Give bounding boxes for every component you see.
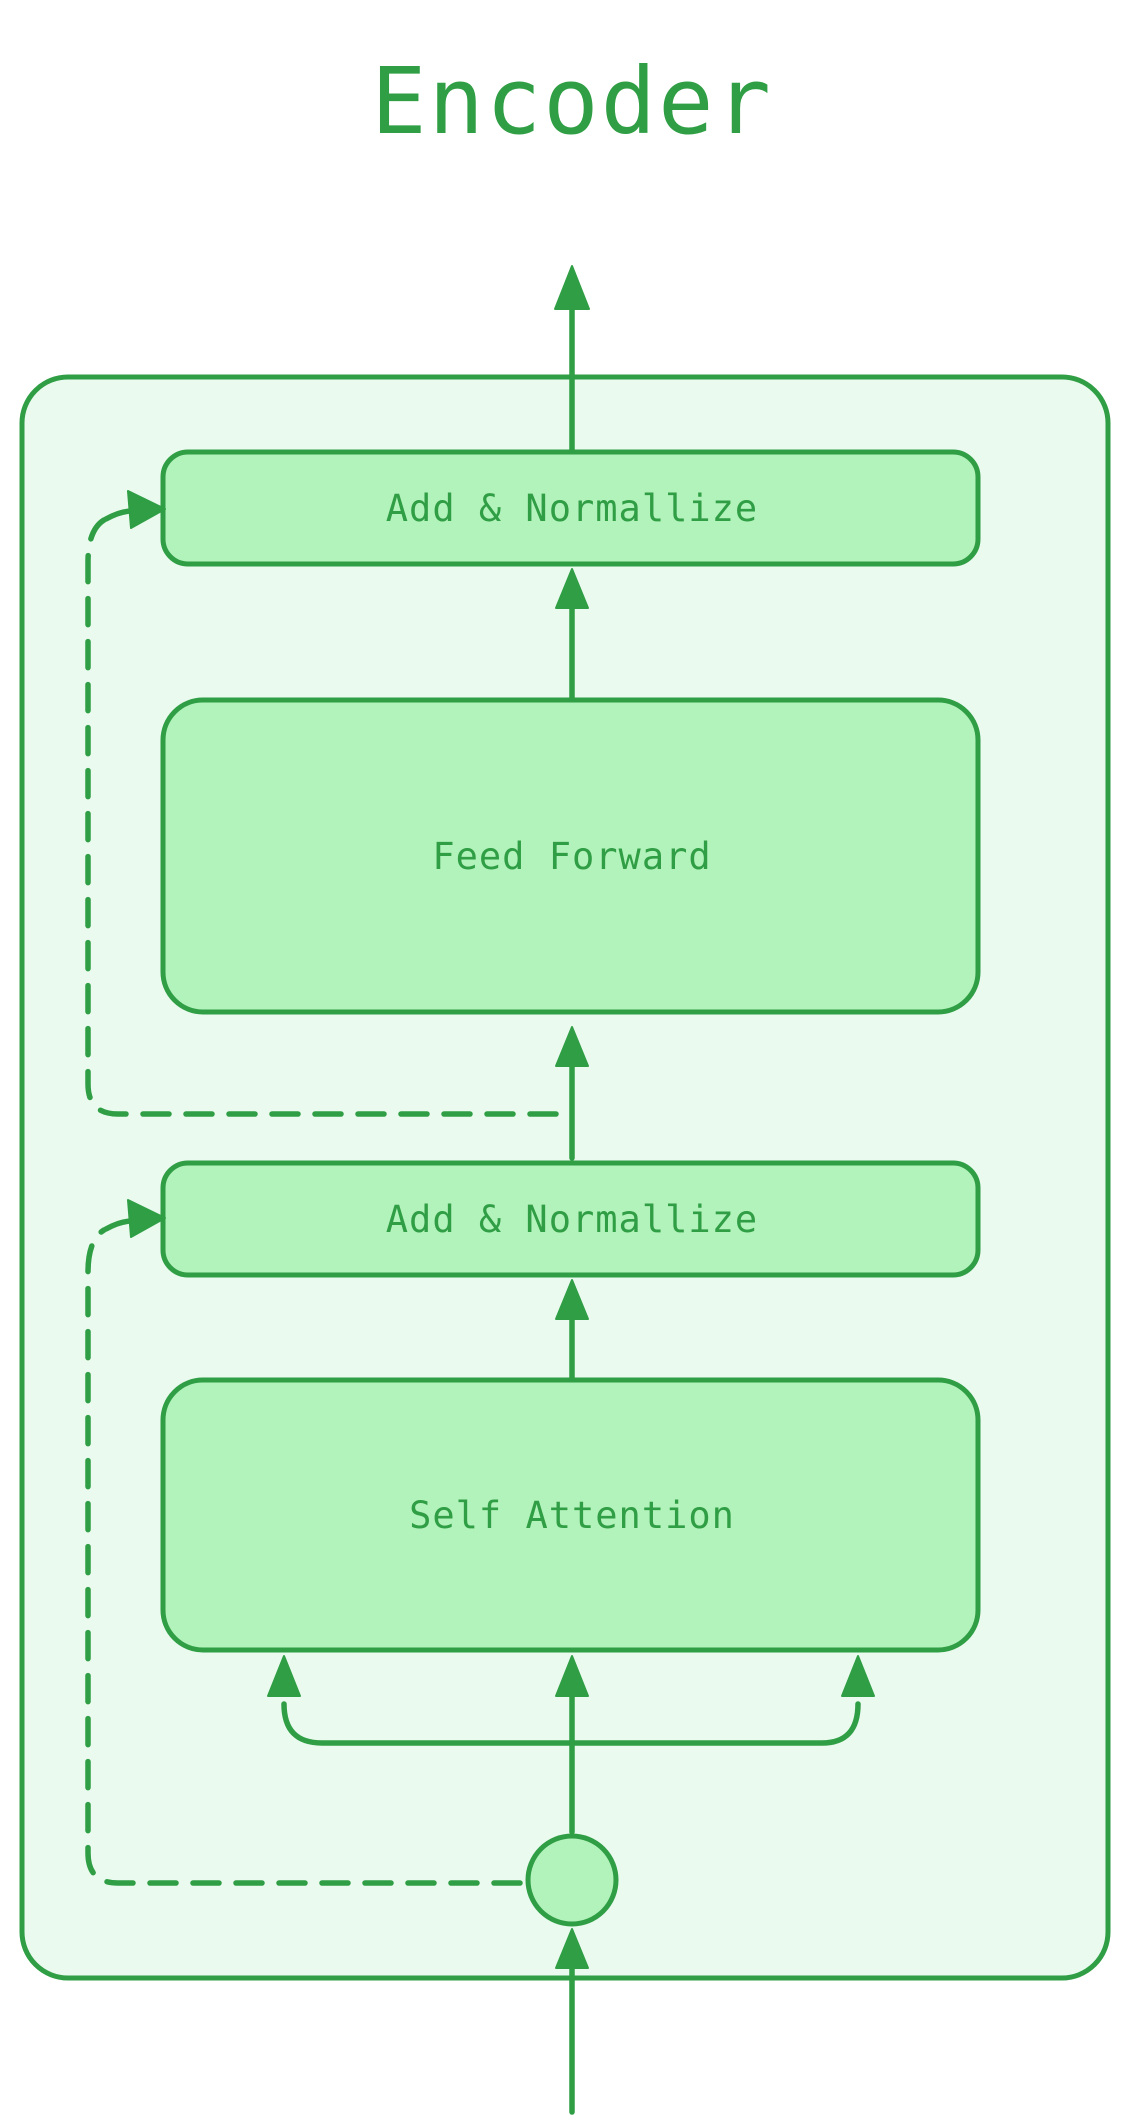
feed-forward-to-add-normalize-arrowhead [555, 568, 589, 609]
output-arrowhead [554, 265, 590, 310]
diagram-title: Encoder [371, 48, 773, 155]
trident-left-arrowhead [267, 1655, 301, 1697]
block-feed-forward [160, 697, 981, 1015]
input-arrowhead [555, 1928, 589, 1969]
trident-middle-arrowhead [555, 1655, 589, 1697]
label-feed-forward: Feed Forward [432, 835, 711, 878]
residual-bottom-arrowhead [127, 1199, 166, 1238]
label-add-normalize-top: Add & Normallize [386, 487, 758, 530]
self-attention-to-add-normalize-arrowhead [555, 1279, 589, 1320]
residual-dashed-feed-forward [85, 517, 559, 1117]
residual-dashed-self-attention [85, 1227, 523, 1886]
residual-top-arrowhead [127, 490, 166, 529]
block-self-attention [160, 1377, 981, 1653]
label-add-normalize-bottom: Add & Normallize [386, 1198, 758, 1241]
add-normalize-to-feed-forward-arrowhead [555, 1026, 589, 1067]
trident-right-arrowhead [841, 1655, 875, 1697]
input-junction-circle [525, 1833, 619, 1927]
label-self-attention: Self Attention [409, 1494, 735, 1537]
